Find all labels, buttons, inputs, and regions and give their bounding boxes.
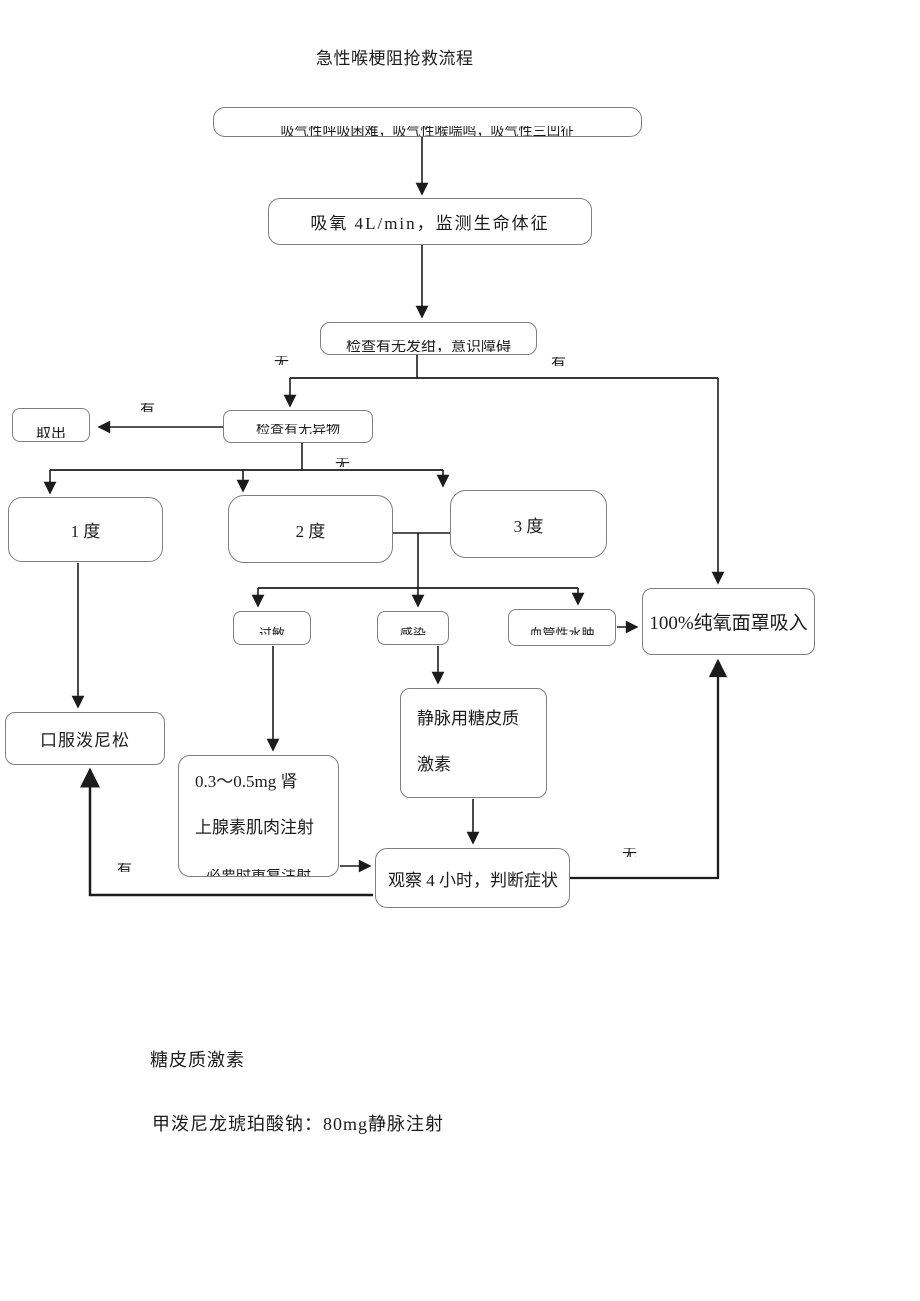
node-symptoms: 吸气性呼吸困难，吸气性喉喘鸣，吸气性三凹征 [213, 107, 642, 137]
edge-label-cyanosis-no: 无 [274, 356, 290, 365]
node-oxygen-mask: 100%纯氧面罩吸入 [642, 588, 815, 655]
node-iv-steroid: 静脉用糖皮质 激素 [400, 688, 547, 798]
node-cause-infection: 感染 [377, 611, 449, 645]
node-degree-1-label: 1 度 [70, 522, 101, 541]
node-cause-edema: 血管性水肿 [508, 609, 616, 646]
node-symptoms-label: 吸气性呼吸困难，吸气性喉喘鸣，吸气性三凹征 [280, 126, 575, 136]
node-check-foreign-body-label: 检查有无异物 [256, 424, 340, 434]
node-prednisone-label: 口服泼尼松 [40, 731, 130, 750]
node-oxygen-label: 吸氧 4L/min，监测生命体征 [310, 214, 550, 233]
node-iv-steroid-line1: 静脉用糖皮质 [417, 709, 519, 728]
node-observe-label: 观察 4 小时，判断症状 [388, 870, 558, 890]
node-oxygen: 吸氧 4L/min，监测生命体征 [268, 198, 592, 245]
node-remove-object: 取出 [12, 408, 90, 442]
note-glucocorticoid-heading: 糖皮质激素 [150, 1050, 245, 1070]
node-observe: 观察 4 小时，判断症状 [375, 848, 570, 908]
node-degree-3-label: 3 度 [513, 516, 544, 536]
node-cause-edema-label: 血管性水肿 [529, 627, 595, 635]
node-degree-2: 2 度 [228, 495, 393, 563]
node-remove-object-label: 取出 [35, 427, 66, 438]
node-check-cyanosis: 检查有无发绀，意识障碍 [320, 322, 537, 355]
node-cause-allergy-label: 过敏 [258, 627, 285, 635]
edge-label-foreign-yes: 有 [140, 403, 156, 412]
note-methylprednisolone-detail: 甲泼尼龙琥珀酸钠：80mg静脉注射 [152, 1114, 444, 1134]
edge-label-observe-no: 无 [622, 848, 638, 857]
node-oxygen-mask-label: 100%纯氧面罩吸入 [649, 613, 808, 634]
node-cause-infection-label: 感染 [399, 627, 426, 635]
node-cause-allergy: 过敏 [233, 611, 311, 645]
node-degree-3: 3 度 [450, 490, 607, 558]
edge-label-cyanosis-yes: 有 [551, 357, 567, 366]
node-epinephrine-line1: 0.3～0.5mg 肾 [195, 772, 298, 791]
node-epinephrine: 0.3～0.5mg 肾 上腺素肌肉注射 必要时重复注射 [178, 755, 339, 877]
page-title: 急性喉梗阻抢救流程 [316, 49, 474, 68]
edge-label-observe-yes: 有 [117, 863, 133, 872]
node-degree-2-label: 2 度 [295, 521, 326, 541]
node-prednisone: 口服泼尼松 [5, 712, 165, 765]
node-epinephrine-line2: 上腺素肌肉注射 [195, 818, 314, 837]
edge-label-foreign-no: 无 [335, 458, 351, 467]
node-check-cyanosis-label: 检查有无发绀，意识障碍 [345, 340, 511, 352]
node-iv-steroid-line2: 激素 [417, 755, 451, 774]
node-epinephrine-line3: 必要时重复注射 [206, 869, 311, 876]
node-degree-1: 1 度 [8, 497, 163, 562]
node-check-foreign-body: 检查有无异物 [223, 410, 373, 443]
